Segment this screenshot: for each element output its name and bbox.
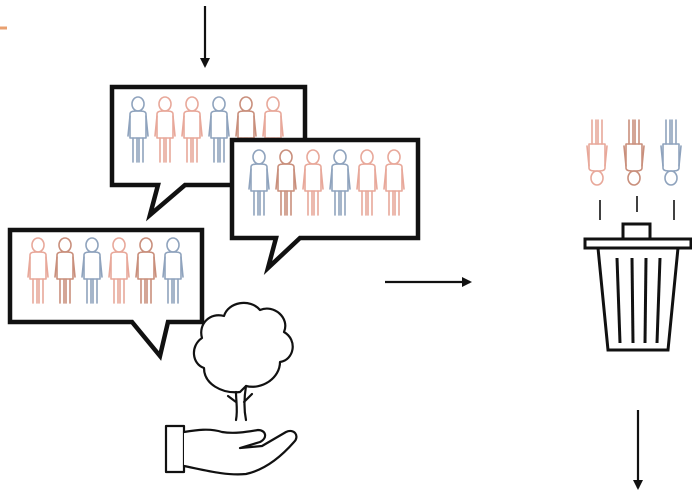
- speech-bubble-left: [7, 227, 205, 361]
- person-icon: [660, 119, 682, 186]
- person-icon: [135, 237, 157, 304]
- person-icon: [54, 237, 76, 304]
- inverted-people-icon: [586, 119, 682, 186]
- person-icon: [127, 96, 149, 163]
- person-icon: [154, 96, 176, 163]
- person-icon: [275, 149, 297, 216]
- person-icon: [248, 149, 270, 216]
- trash-can-icon: [583, 222, 692, 352]
- person-icon: [81, 237, 103, 304]
- tree-in-hand-icon: [164, 301, 298, 476]
- person-icon: [208, 96, 230, 163]
- person-icon: [27, 237, 49, 304]
- person-icon: [383, 149, 405, 216]
- bubble-left-people: [27, 237, 184, 304]
- person-icon: [586, 119, 608, 186]
- bubble-right-people: [248, 149, 405, 216]
- person-icon: [302, 149, 324, 216]
- person-icon: [108, 237, 130, 304]
- bubble-top-people: [127, 96, 284, 163]
- person-icon: [162, 237, 184, 304]
- person-icon: [329, 149, 351, 216]
- speech-bubble-right: [229, 137, 421, 276]
- person-icon: [181, 96, 203, 163]
- drop-lines: [599, 196, 675, 220]
- person-icon: [623, 119, 645, 186]
- person-icon: [356, 149, 378, 216]
